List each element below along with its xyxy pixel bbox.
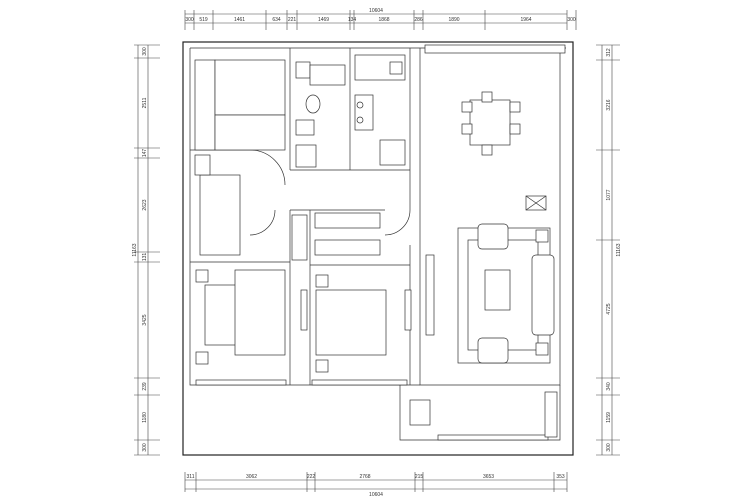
dimension-label: 1180 <box>142 412 148 423</box>
dining-chair <box>481 144 493 156</box>
right-total-dimension: 11163 <box>616 243 622 256</box>
dimension-label: 3425 <box>142 314 148 325</box>
dimension-label: 300 <box>185 17 194 23</box>
dimension-label: 2768 <box>359 474 370 480</box>
dimension-label: 1077 <box>606 189 612 200</box>
dimension-label: 3062 <box>246 474 257 480</box>
dining-chair <box>461 123 473 135</box>
dimension-label: 1890 <box>448 17 459 23</box>
left-total-dimension: 11163 <box>132 243 138 256</box>
dimension-label: 1469 <box>318 17 329 23</box>
dimension-label: 286 <box>414 17 423 23</box>
dimension-label: 2511 <box>142 97 148 108</box>
dimension-label: 311 <box>187 474 195 480</box>
dimension-label: 221 <box>288 17 297 23</box>
bottom-dimensions: 10604 311 3062 222 2768 215 3653 353 <box>184 472 568 498</box>
dimension-label: 1964 <box>520 17 531 23</box>
dimension-label: 312 <box>606 48 612 57</box>
dining-chair <box>461 101 473 113</box>
dimension-label: 300 <box>142 443 148 452</box>
dimension-label: 1868 <box>378 17 389 23</box>
dimension-label: 1159 <box>606 412 612 423</box>
dimension-label: 147 <box>142 149 148 158</box>
dimension-label: 353 <box>556 474 565 480</box>
dimension-label: 134 <box>348 17 357 23</box>
dimension-label: 239 <box>142 382 148 391</box>
dimension-label: 222 <box>307 474 316 480</box>
dimension-label: 3216 <box>606 99 612 110</box>
top-total-dimension: 10604 <box>369 8 383 14</box>
dining-chair <box>509 101 521 113</box>
dimension-label: 215 <box>415 474 424 480</box>
dimension-label: 4725 <box>606 303 612 314</box>
dimension-label: 300 <box>142 47 148 56</box>
dining-chair <box>481 91 493 103</box>
right-dimensions: 11163 312 3216 1077 4725 340 1159 300 <box>596 44 622 456</box>
dimension-label: 2623 <box>142 199 148 210</box>
dimension-label: 1461 <box>234 17 245 23</box>
left-dimensions: 11163 300 2511 147 2623 131 3425 239 1180 300 <box>132 44 160 456</box>
dimension-label: 300 <box>606 443 612 452</box>
dining-chair <box>509 123 521 135</box>
dimension-label: 300 <box>567 17 576 23</box>
furniture <box>194 54 558 438</box>
bottom-total-dimension: 10604 <box>369 492 383 498</box>
dimension-label: 3653 <box>483 474 494 480</box>
dimension-label: 634 <box>272 17 281 23</box>
dimension-label: 519 <box>199 17 208 23</box>
dimension-label: 131 <box>142 253 148 262</box>
top-dimensions: 10604 300 519 1461 634 221 1469 134 1868 286 1890… <box>184 8 577 30</box>
dimension-label: 340 <box>606 382 612 391</box>
